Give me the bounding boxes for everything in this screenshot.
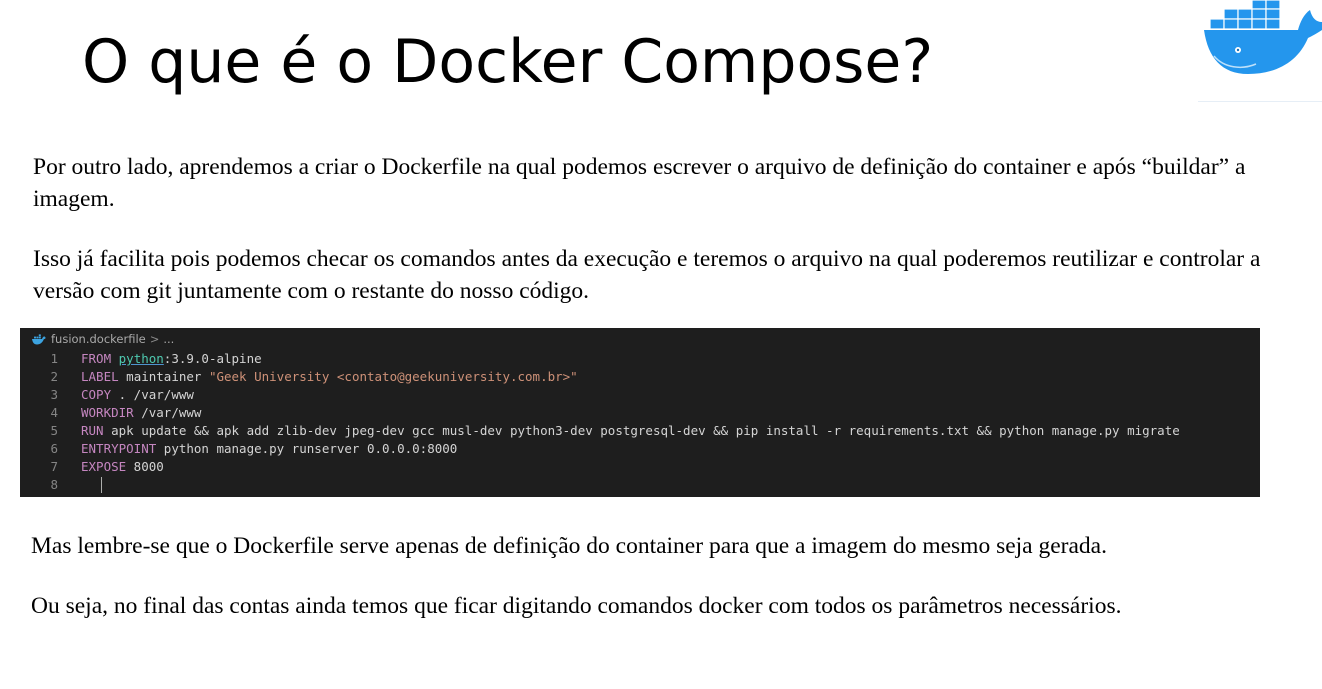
breadcrumb: fusion.dockerfile > ... xyxy=(20,328,1260,350)
breadcrumb-more[interactable]: ... xyxy=(163,332,175,346)
breadcrumb-file[interactable]: fusion.dockerfile xyxy=(51,332,146,346)
line-number: 7 xyxy=(50,459,58,474)
code-keyword: COPY xyxy=(81,387,112,402)
code-keyword: LABEL xyxy=(81,369,119,384)
text-cursor xyxy=(101,477,102,493)
line-number: 1 xyxy=(50,351,58,366)
code-line: 4 WORKDIR /var/www xyxy=(20,404,1260,422)
code-lines[interactable]: 1 FROM python:3.9.0-alpine 2 LABEL maint… xyxy=(20,350,1260,494)
paragraph-dockerfile-purpose: Mas lembre-se que o Dockerfile serve ape… xyxy=(31,533,1107,559)
code-line: 7 EXPOSE 8000 xyxy=(20,458,1260,476)
code-editor: fusion.dockerfile > ... 1 FROM python:3.… xyxy=(20,328,1260,497)
docker-whale-icon xyxy=(1198,0,1322,104)
line-number: 5 xyxy=(50,423,58,438)
code-line: 5 RUN apk update && apk add zlib-dev jpe… xyxy=(20,422,1260,440)
line-number: 6 xyxy=(50,441,58,456)
docker-whale-icon xyxy=(32,333,46,345)
breadcrumb-separator: > xyxy=(149,332,160,346)
code-keyword: FROM xyxy=(81,351,112,366)
code-keyword: EXPOSE xyxy=(81,459,127,474)
line-number: 8 xyxy=(50,477,58,492)
code-text: . /var/www xyxy=(111,387,194,402)
code-text: python manage.py runserver 0.0.0.0:8000 xyxy=(156,441,458,456)
code-keyword: RUN xyxy=(81,423,104,438)
code-text: 8000 xyxy=(126,459,164,474)
code-line: 8 xyxy=(20,476,1260,494)
slide-title: O que é o Docker Compose? xyxy=(82,27,934,97)
code-line: 1 FROM python:3.9.0-alpine xyxy=(20,350,1260,368)
paragraph-conclusion: Ou seja, no final das contas ainda temos… xyxy=(31,593,1122,619)
code-text: /var/www xyxy=(133,405,202,420)
line-number: 2 xyxy=(50,369,58,384)
line-number: 3 xyxy=(50,387,58,402)
line-number: 4 xyxy=(50,405,58,420)
code-text: :3.9.0-alpine xyxy=(163,351,262,366)
code-keyword: WORKDIR xyxy=(81,405,134,420)
code-keyword: ENTRYPOINT xyxy=(81,441,157,456)
paragraph-dockerfile-benefits: Isso já facilita pois podemos checar os … xyxy=(33,246,1261,304)
code-line: 2 LABEL maintainer "Geek University <con… xyxy=(20,368,1260,386)
code-line: 3 COPY . /var/www xyxy=(20,386,1260,404)
code-text: maintainer xyxy=(118,369,209,384)
code-string: "Geek University <contato@geekuniversity… xyxy=(208,369,578,384)
paragraph-dockerfile-intro: Por outro lado, aprendemos a criar o Doc… xyxy=(33,154,1246,212)
code-line: 6 ENTRYPOINT python manage.py runserver … xyxy=(20,440,1260,458)
code-link[interactable]: python xyxy=(118,351,164,366)
code-text: apk update && apk add zlib-dev jpeg-dev … xyxy=(103,423,1180,438)
